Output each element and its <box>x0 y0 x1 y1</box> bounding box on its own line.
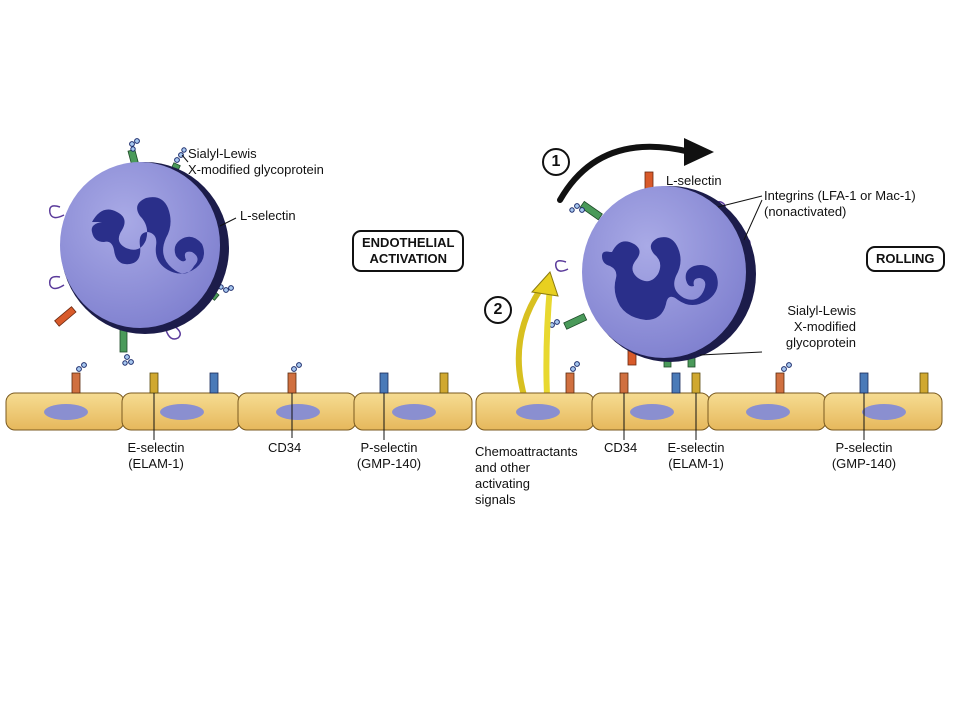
left-e-selectin-label: E-selectin (ELAM-1) <box>120 440 192 472</box>
right-sialyl-lewis-label: Sialyl-Lewis X-modified glycoprotein <box>746 303 856 351</box>
left-e-selectin-line1: E-selectin <box>127 440 185 455</box>
rolling-arrow <box>557 143 693 203</box>
chemo-line1: Chemoattractants <box>475 444 578 459</box>
e-selectin-molecule <box>919 372 929 394</box>
right-integrins-label: Integrins (LFA-1 or Mac-1) (nonactivated… <box>764 188 916 220</box>
e-selectin-molecule <box>691 372 701 394</box>
left-leukocyte-nucleus <box>91 197 204 274</box>
step-2-marker: 2 <box>484 296 512 324</box>
cd34-molecule <box>71 372 81 394</box>
left-e-selectin-line2: (ELAM-1) <box>128 456 184 471</box>
right-sialyl-lewis-line1: Sialyl-Lewis <box>787 303 856 318</box>
right-p-selectin-label: P-selectin (GMP-140) <box>824 440 904 472</box>
endothelial-nucleus <box>44 404 88 420</box>
glycoprotein-receptor <box>563 313 588 330</box>
right-p-selectin-line1: P-selectin <box>835 440 893 455</box>
right-integrins-line2: (nonactivated) <box>764 204 847 219</box>
cd34-molecule <box>565 372 575 394</box>
endothelial-nucleus <box>160 404 204 420</box>
right-e-selectin-line2: (ELAM-1) <box>668 456 724 471</box>
right-integrins-line1: Integrins (LFA-1 or Mac-1) <box>764 188 916 203</box>
endothelial-activation-line2: ACTIVATION <box>369 251 447 266</box>
chemo-line3: activating <box>475 476 530 491</box>
right-sialyl-lewis-line3: glycoprotein <box>785 335 856 350</box>
right-cd34-label: CD34 <box>604 440 638 455</box>
endothelium-left <box>5 362 473 440</box>
endothelial-nucleus <box>276 404 320 420</box>
right-p-selectin-line2: (GMP-140) <box>831 456 897 471</box>
cd34-molecule <box>287 372 297 394</box>
integrin-loop <box>554 260 569 272</box>
endothelial-nucleus <box>862 404 906 420</box>
p-selectin-molecule <box>379 372 389 394</box>
right-e-selectin-label: E-selectin (ELAM-1) <box>658 440 734 472</box>
chemo-line4: signals <box>475 492 516 507</box>
endothelial-activation-line1: ENDOTHELIAL <box>362 235 455 250</box>
left-sialyl-lewis-line2: X-modified glycoprotein <box>188 162 324 177</box>
glycoprotein-receptor <box>119 329 128 353</box>
endothelial-nucleus <box>392 404 436 420</box>
p-selectin-molecule <box>671 372 681 394</box>
left-p-selectin-line2: (GMP-140) <box>356 456 422 471</box>
endothelial-activation-box: ENDOTHELIAL ACTIVATION <box>352 230 465 272</box>
chemo-line2: and other <box>475 460 530 475</box>
signal-arrow-head <box>531 271 559 297</box>
rolling-box: ROLLING <box>866 246 945 272</box>
right-leukocyte-nucleus <box>602 237 718 320</box>
integrin-loop <box>48 275 65 290</box>
right-e-selectin-line1: E-selectin <box>667 440 725 455</box>
endothelial-nucleus <box>630 404 674 420</box>
rolling-line1: ROLLING <box>876 251 935 266</box>
e-selectin-molecule <box>149 372 159 394</box>
cd34-molecule <box>619 372 629 394</box>
left-leukocyte <box>48 138 234 366</box>
chemoattractants-label: Chemoattractants and other activating si… <box>475 444 578 508</box>
glycoprotein-receptor <box>579 200 603 221</box>
endothelial-nucleus <box>746 404 790 420</box>
left-p-selectin-line1: P-selectin <box>360 440 418 455</box>
left-p-selectin-label: P-selectin (GMP-140) <box>350 440 428 472</box>
cd34-molecule <box>775 372 785 394</box>
left-l-selectin-label: L-selectin <box>240 208 296 223</box>
step-1-marker: 1 <box>542 148 570 176</box>
right-l-selectin-label: L-selectin <box>666 173 722 188</box>
endothelial-nucleus <box>516 404 560 420</box>
integrin-loop <box>48 205 65 219</box>
left-sialyl-lewis-label: Sialyl-Lewis X-modified glycoprotein <box>188 146 324 178</box>
right-leukocyte <box>549 171 792 372</box>
l-selectin-receptor <box>54 306 77 327</box>
p-selectin-molecule <box>209 372 219 394</box>
endothelium-right <box>475 195 943 440</box>
left-cd34-label: CD34 <box>268 440 302 455</box>
e-selectin-molecule <box>439 372 449 394</box>
left-sialyl-lewis-line1: Sialyl-Lewis <box>188 146 257 161</box>
p-selectin-molecule <box>859 372 869 394</box>
right-sialyl-lewis-line2: X-modified <box>793 319 856 334</box>
rolling-arrow-head <box>684 138 714 166</box>
